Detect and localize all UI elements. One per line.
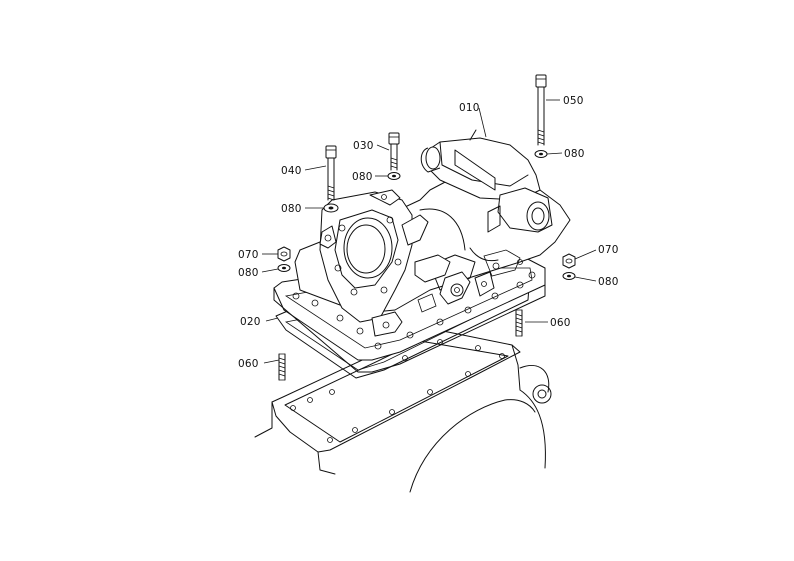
callout-080-c: 080: [564, 148, 585, 160]
callout-070-left: 070: [238, 249, 259, 261]
callout-060-right: 060: [550, 317, 571, 329]
callout-labels: 010 020 030 040 050 060 060 070 070 080 …: [238, 95, 619, 370]
nut-070-right: [562, 253, 576, 269]
washer-080-a: [323, 203, 339, 213]
stud-060-left: [278, 353, 286, 381]
callout-080-e: 080: [598, 276, 619, 288]
callout-080-b: 080: [352, 171, 373, 183]
front-cover-plate: [319, 189, 451, 337]
callout-040: 040: [281, 165, 302, 177]
bolt-050: [535, 74, 547, 146]
washer-080-d: [277, 264, 291, 272]
callout-080-d: 080: [238, 267, 259, 279]
callout-020: 020: [240, 316, 261, 328]
leader-lines: [261, 99, 597, 364]
washer-080-b: [387, 172, 401, 180]
bolt-030: [388, 132, 400, 171]
callout-010: 010: [459, 102, 480, 114]
callout-030: 030: [353, 140, 374, 152]
callout-080-a: 080: [281, 203, 302, 215]
nut-070-left: [277, 246, 291, 262]
stud-060-right: [515, 309, 523, 337]
engine-block: [254, 329, 552, 493]
bolt-040: [325, 145, 337, 201]
callout-060-left: 060: [238, 358, 259, 370]
washer-080-e: [562, 272, 576, 280]
callout-070-right: 070: [598, 244, 619, 256]
washer-080-c: [534, 150, 548, 158]
callout-050: 050: [563, 95, 584, 107]
